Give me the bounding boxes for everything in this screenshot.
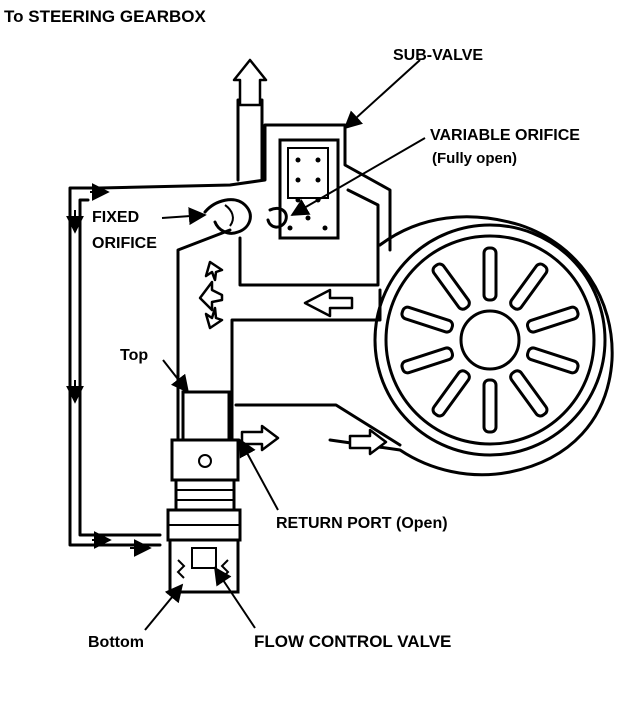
flow-control-valve-label: FLOW CONTROL VALVE (254, 632, 451, 651)
variable-orifice-label: VARIABLE ORIFICE (430, 127, 580, 144)
top-label: Top (120, 347, 148, 364)
sub-valve (278, 138, 340, 240)
arrow-to-gearbox (232, 58, 268, 107)
fixed-label: FIXED (92, 209, 139, 226)
sub-valve-label: SUB-VALVE (393, 47, 483, 64)
arrow-return-2 (348, 428, 388, 456)
bottom-label: Bottom (88, 634, 144, 651)
orifice-label: ORIFICE (92, 235, 157, 252)
arrow-branch (198, 280, 224, 312)
bypass-arrows (66, 183, 152, 557)
return-port-label: RETURN PORT (Open) (276, 515, 448, 532)
rotor-vanes (400, 246, 580, 434)
flow-arrows (198, 58, 388, 456)
arrow-from-pump (303, 288, 354, 318)
fixed-orifice (203, 198, 288, 235)
variable-orifice-state-label: (Fully open) (432, 150, 517, 167)
arrow-return-1 (240, 424, 280, 452)
pump-rotor (328, 215, 614, 477)
leader-lines (144, 59, 426, 631)
to-steering-gearbox-label: To STEERING GEARBOX (4, 7, 206, 26)
